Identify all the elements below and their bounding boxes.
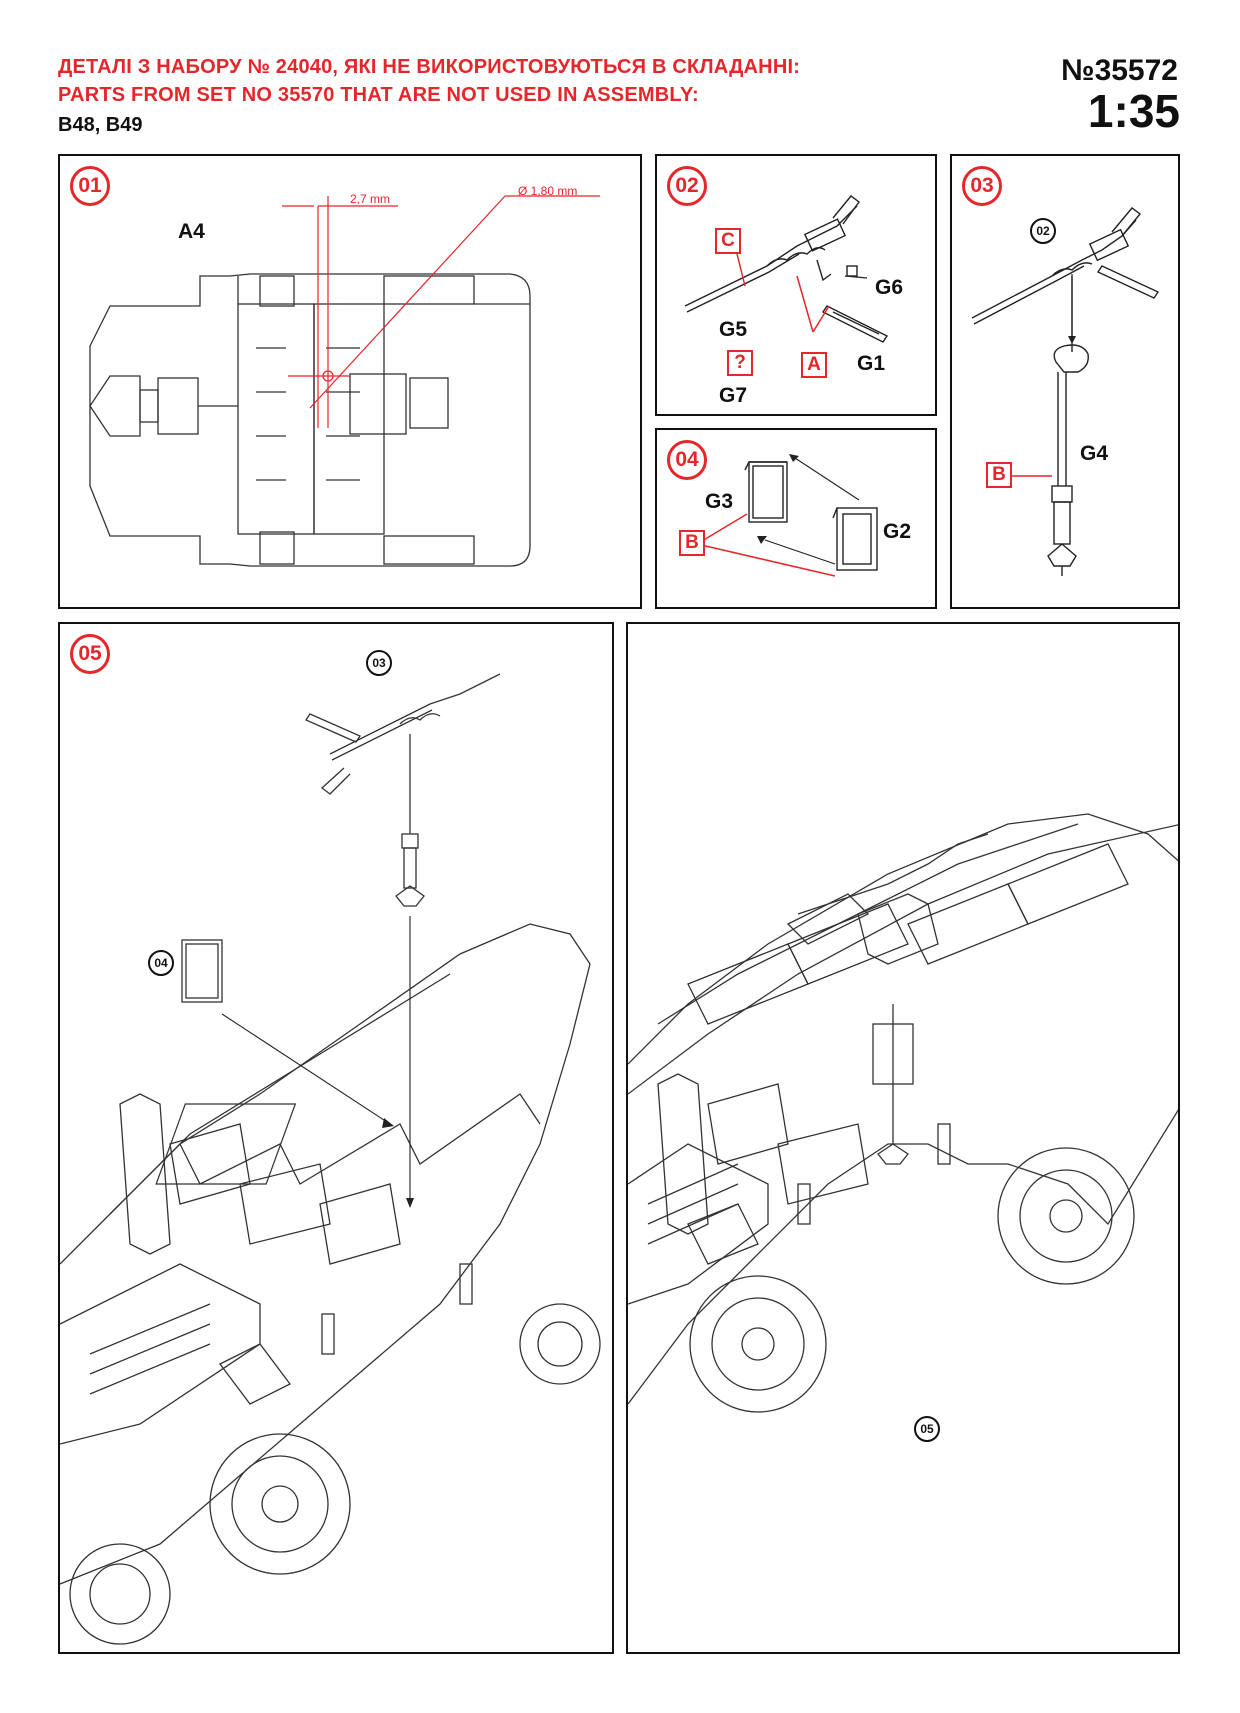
paint-ref-box-b: B [986,462,1012,488]
part-label-g3: G3 [705,490,734,513]
scale-label: 1:35 [1087,85,1180,137]
subassembly-ref-03: 03 [366,650,392,676]
step-02-panel: 02 C G6 G5 ? A G1 G7 [655,154,937,416]
dimension-diameter: Ø 1,80 mm [518,184,578,198]
dimension-offset: 2,7 mm [350,192,391,206]
part-label-g6: G6 [875,276,904,299]
chassis-floor-drawing [89,195,600,567]
step-03-panel: 03 02 G4 B [950,154,1180,609]
paint-ref-box-a: A [801,352,827,378]
step-05-panel: 05 03 04 [58,622,614,1654]
unused-parts-heading-en: PARTS FROM SET NO 35570 THAT ARE NOT USE… [58,84,699,106]
part-label-g2: G2 [883,520,912,543]
subassembly-ref-02: 02 [1030,218,1056,244]
subassembly-ref-05: 05 [914,1416,940,1442]
part-label-g7: G7 [719,384,748,407]
step-number-04: 04 [667,440,707,480]
paint-ref-box-b: B [679,530,705,556]
step-number-02: 02 [667,166,707,206]
subassembly-ref-04: 04 [148,950,174,976]
part-label-g5: G5 [719,318,748,341]
step-number-05: 05 [70,634,110,674]
step-number-03: 03 [962,166,1002,206]
unused-parts-heading-ua: ДЕТАЛІ З НАБОРУ № 24040, ЯКІ НЕ ВИКОРИСТ… [58,56,801,78]
step-number-01: 01 [70,166,110,206]
result-panel: 05 [626,622,1180,1654]
gun-on-pintle-drawing [971,207,1160,576]
machine-gun-parts-drawing [684,195,889,343]
set-number: №35572 [1061,54,1178,87]
unused-parts-list: B48, B49 [58,114,143,136]
ammo-box-drawing [696,454,878,577]
part-label-a4: A4 [178,220,205,243]
vehicle-assembly-drawing [60,673,601,1645]
part-label-g1: G1 [857,352,886,375]
finished-vehicle-drawing [628,813,1178,1413]
paint-ref-box-question: ? [727,350,753,376]
step-04-panel: 04 G3 G2 B [655,428,937,609]
paint-ref-box-c: C [715,228,741,254]
step-01-panel: 01 A4 2,7 mm Ø 1,80 mm [58,154,642,609]
part-label-g4: G4 [1080,442,1109,465]
